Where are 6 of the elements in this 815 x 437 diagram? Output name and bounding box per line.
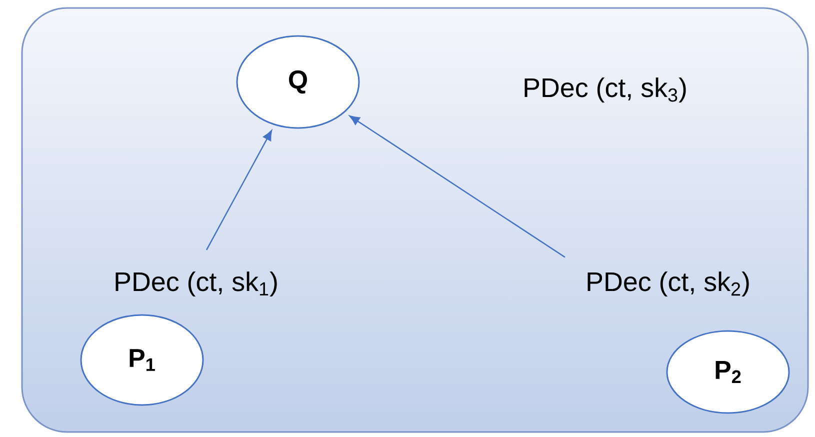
arrow	[349, 116, 566, 258]
decryption-text: PDec (ct, sk$_{2}$)	[588, 271, 749, 297]
decryption-text: PDec (ct, sk$_{1}$)	[116, 271, 277, 297]
arrow	[206, 130, 272, 250]
panel	[21, 7, 809, 433]
decryption-text: PDec (ct, sk$_{3}$)	[524, 77, 686, 103]
